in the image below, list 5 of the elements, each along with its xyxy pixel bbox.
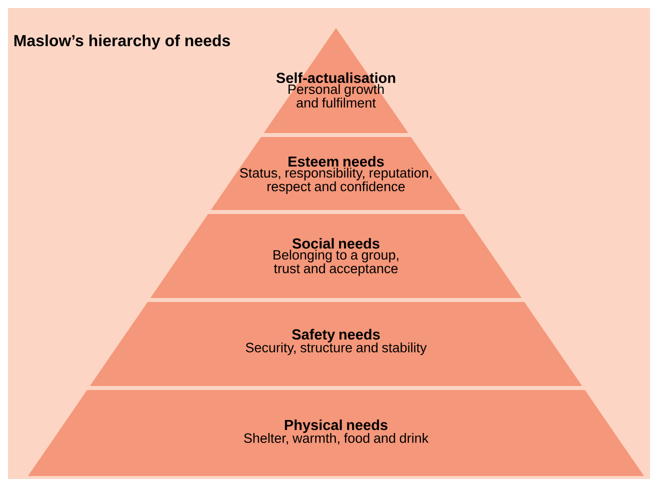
title: Maslow’s hierarchy of needs: [14, 34, 230, 50]
pyramid-level: Social needs Belonging to a group, trust and acceptance: [150, 214, 522, 298]
pyramid-level: Safety needs Security, structure and stability: [90, 302, 582, 386]
pyramid-level: Self-actualisation Personal growth and fulfilment: [264, 28, 408, 133]
pyramid-level: Esteem needs Status, responsibility, reputation, respect and confidence: [210, 137, 462, 210]
